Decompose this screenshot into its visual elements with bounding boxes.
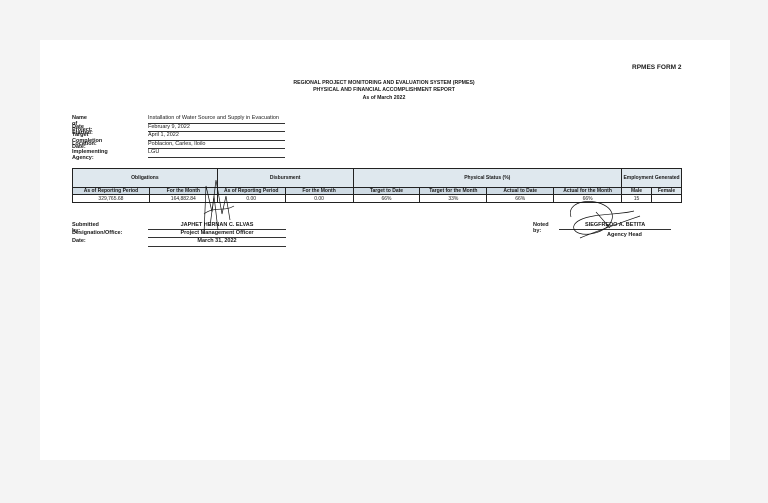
column-header: Actual for the Month <box>553 187 623 195</box>
location-value: Poblacion, Carles, Iloilo <box>148 141 285 150</box>
obligations-header: Obligations <box>72 168 218 188</box>
table-cell: 66% <box>486 194 555 203</box>
target-completion-value: April 1, 2022 <box>148 132 285 141</box>
report-period: As of March 2022 <box>362 95 406 101</box>
date-label: Date: <box>72 238 86 245</box>
designation-label: Designation/Office: <box>72 230 123 237</box>
noted-by-designation: Agency Head <box>607 232 642 238</box>
noted-by-line <box>559 229 671 230</box>
designation-value: Project Management Officer <box>148 230 286 239</box>
project-name-value: Installation of Water Source and Supply … <box>148 115 285 124</box>
column-header: For the Month <box>148 187 218 195</box>
physical-status-header: Physical Status (%) <box>352 168 623 188</box>
date-started-label: Date Started: <box>72 123 93 136</box>
table-cell: 66% <box>553 194 623 203</box>
date-value: March 31, 2022 <box>148 238 286 247</box>
column-header: As of Reporting Period <box>72 187 150 195</box>
submitted-by-label: Submitted by: <box>72 222 99 234</box>
project-name-label: Name of Project: <box>72 115 93 133</box>
column-header: Target for the Month <box>419 187 488 195</box>
column-header: For the Month <box>284 187 354 195</box>
date-started-value: February 9, 2022 <box>148 124 285 133</box>
table-cell: 15 <box>621 194 652 203</box>
table-group-header: Obligations Disbursment Physical Status … <box>72 168 682 188</box>
table-row: 329,765.68 164,882.84 0.00 0.00 66% 33% … <box>72 194 683 203</box>
report-title-line1: REGIONAL PROJECT MONITORING AND EVALUATI… <box>293 80 475 86</box>
noted-by-name: SIEGFREDO A. BETITA <box>585 222 646 228</box>
implementing-agency-value: LGU <box>148 149 285 158</box>
table-cell: 33% <box>419 194 488 203</box>
table-cell <box>650 194 683 203</box>
location-label: Location: <box>72 140 97 147</box>
disbursment-header: Disbursment <box>216 168 354 188</box>
table-cell: 0.00 <box>284 194 354 203</box>
report-title-line2: PHYSICAL AND FINANCIAL ACCOMPLISHMENT RE… <box>313 87 455 93</box>
submitted-by-name: JAPHET HERNAN C. ELVAS <box>148 222 286 231</box>
noted-by-label: Noted by: <box>533 222 549 234</box>
report-sheet <box>40 40 730 460</box>
column-header: As of Reporting Period <box>216 187 286 195</box>
table-cell: 164,882.84 <box>148 194 218 203</box>
column-header: Target to Date <box>352 187 421 195</box>
table-cell: 329,765.68 <box>72 194 150 203</box>
table-column-header: As of Reporting Period For the Month As … <box>72 187 683 195</box>
employment-header: Employment Generated <box>621 168 682 188</box>
form-number: RPMES FORM 2 <box>632 64 682 71</box>
implementing-agency-label: Implementing Agency: <box>72 149 108 162</box>
target-completion-label: Target Completion Date: <box>72 132 103 151</box>
column-header: Female <box>650 187 683 195</box>
column-header: Actual to Date <box>486 187 555 195</box>
table-cell: 0.00 <box>216 194 286 203</box>
column-header: Male <box>621 187 652 195</box>
accomplishment-table: Obligations Disbursment Physical Status … <box>72 168 683 203</box>
table-cell: 66% <box>352 194 421 203</box>
